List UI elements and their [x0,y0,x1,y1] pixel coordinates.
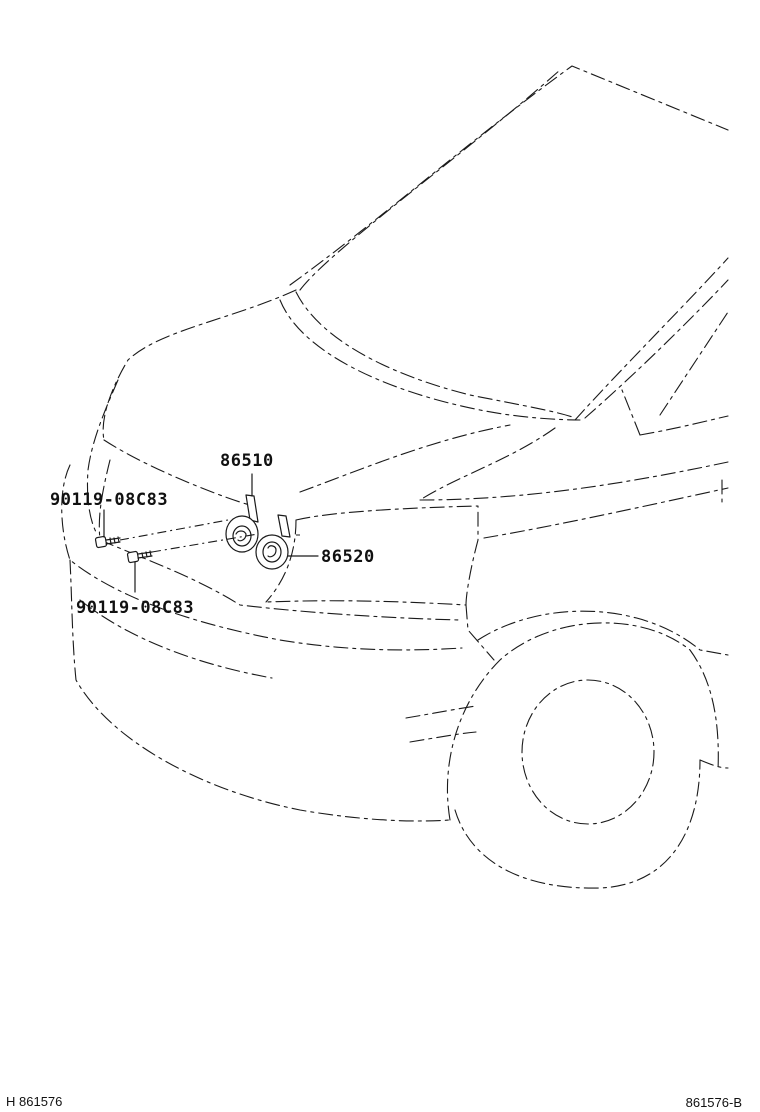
windshield-right-pillar [574,257,729,421]
fender-mid [483,487,729,539]
hood-front-edge [103,439,251,506]
bolt-lower-head [126,550,140,564]
windshield-top-edge [289,65,729,286]
label-bolt-lower: 90119-08C83 [76,598,194,618]
label-bolt-upper: 90119-08C83 [50,490,168,510]
headlamp-lower [465,604,495,661]
horn-86510-bracket [245,494,259,523]
horn-86510-diaphragm [232,525,252,547]
horn-86520-body [255,534,289,570]
horn-86510-terminal [235,530,247,542]
headlamp-outline [265,505,479,606]
hood-rear-inner [295,291,576,419]
horn-86520[interactable] [255,514,291,570]
wheel-rim [521,679,655,825]
hood-side-crease [299,424,511,493]
side-window-edge [621,311,729,436]
figure-code-right: 861576-B [685,1095,742,1110]
install-axis-lower [151,533,300,553]
windshield-left-edge [299,69,561,291]
label-86510: 86510 [220,451,274,471]
horn-86520-bracket [277,514,291,538]
bolt-upper[interactable] [94,535,121,549]
label-86520: 86520 [321,547,375,567]
install-axis-upper [119,519,229,541]
bolt-lower[interactable] [126,550,153,564]
bolt-upper-head [94,535,108,549]
bumper-lower-line [79,599,273,679]
figure-code-left: H 861576 [6,1094,63,1109]
bumper-top [61,464,463,651]
bolt-upper-shank [105,536,121,545]
hood-left-edge [102,289,297,441]
tire-outline [454,759,701,889]
horn-86510[interactable] [225,494,259,553]
horn-86510-body [225,515,259,553]
bolt-lower-shank [137,550,153,559]
hood-rear-edge [279,299,581,421]
wheel-arch-inner [477,610,729,656]
grille-upper [98,459,461,621]
hood-fender-line [419,427,556,501]
bumper-side-accent [405,705,477,743]
wheel-arch-outer [446,622,719,821]
vehicle-outline [61,65,729,889]
horn-86520-diaphragm [262,541,282,563]
bumper-front [69,559,451,822]
rocker-line [699,759,729,769]
horn-86520-terminal [267,545,277,558]
bumper-left-face [86,379,119,533]
a-pillar-inner [584,279,729,419]
fender-top [419,461,729,501]
